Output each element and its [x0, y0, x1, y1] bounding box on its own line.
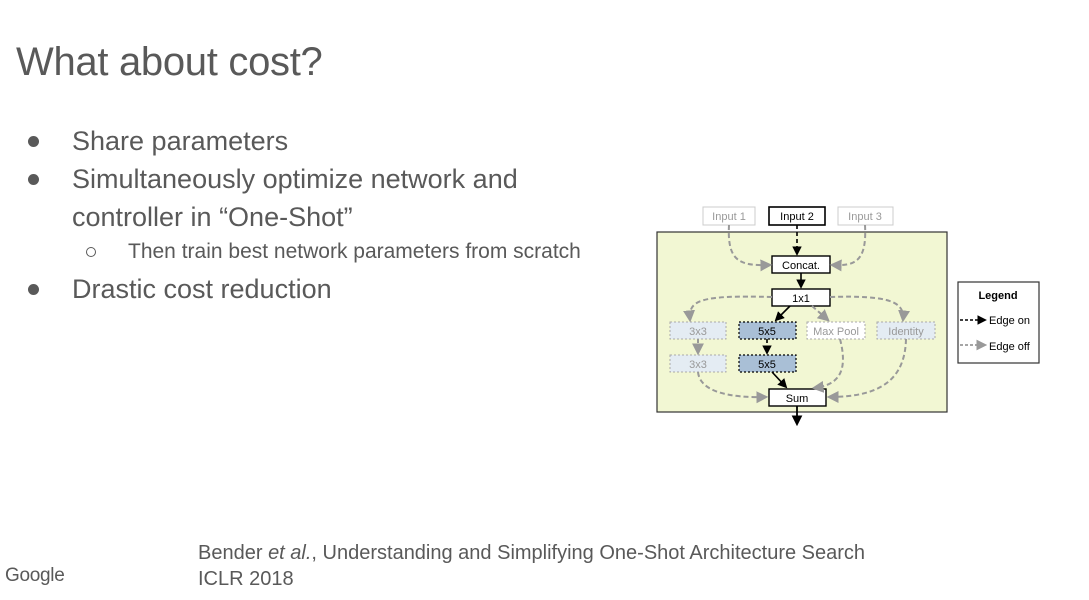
sub-bullet-circle-icon: [86, 247, 96, 257]
node-identity-label: Identity: [888, 326, 924, 338]
edge-5x5b-sum: [771, 371, 788, 389]
node-3x3-b-label: 3x3: [689, 359, 707, 371]
node-input-1-label: Input 1: [712, 211, 746, 223]
node-5x5-b-label: 5x5: [758, 359, 776, 371]
node-concat: Concat.: [771, 255, 831, 274]
node-1x1: 1x1: [771, 288, 831, 307]
node-input-2-label: Input 2: [780, 211, 814, 223]
google-logo: Google: [5, 565, 65, 586]
bullet-list: Share parameters Simultaneously optimize…: [26, 122, 626, 308]
bullet-dot-icon: [28, 284, 39, 295]
node-3x3-b: 3x3: [669, 354, 727, 373]
citation: Bender et al., Understanding and Simplif…: [198, 540, 865, 592]
edge-1x1-identity: [829, 295, 911, 323]
citation-title: , Understanding and Simplifying One-Shot…: [311, 542, 866, 564]
node-sum: Sum: [768, 388, 827, 407]
edge-1x1-3x3a: [683, 295, 773, 323]
citation-venue: ICLR 2018: [198, 568, 294, 590]
node-concat-label: Concat.: [782, 260, 820, 272]
bullet-drastic-cost-reduction: Drastic cost reduction: [26, 270, 626, 308]
bullet-text: Drastic cost reduction: [72, 274, 332, 304]
bullet-text: Share parameters: [72, 126, 289, 156]
bullet-text-line1: Simultaneously optimize network and: [72, 164, 518, 194]
node-5x5-a-label: 5x5: [758, 326, 776, 338]
node-input-3: Input 3: [837, 206, 894, 226]
sub-bullet-train-from-scratch: Then train best network parameters from …: [26, 236, 626, 268]
diagram-legend: Legend Edge on Edge off: [957, 281, 1040, 364]
node-identity: Identity: [876, 321, 936, 340]
bullet-simultaneously-optimize: Simultaneously optimize network and cont…: [26, 160, 626, 236]
node-1x1-label: 1x1: [792, 293, 810, 305]
node-3x3-a: 3x3: [669, 321, 727, 340]
node-input-3-label: Input 3: [848, 211, 882, 223]
legend-title: Legend: [978, 290, 1017, 302]
node-input-2: Input 2: [768, 206, 826, 226]
edge-maxpool-sum: [811, 338, 844, 393]
node-input-1: Input 1: [702, 206, 756, 226]
citation-etal: et al.: [268, 542, 312, 564]
diagram-edges: [683, 224, 911, 427]
bullet-share-parameters: Share parameters: [26, 122, 626, 160]
node-sum-label: Sum: [786, 393, 809, 405]
bullet-text-line2: controller in “One-Shot”: [72, 202, 353, 232]
edge-1x1-maxpool: [811, 305, 830, 322]
edge-input3-concat: [829, 224, 867, 272]
legend-edge-on-label: Edge on: [989, 315, 1030, 327]
edge-input1-concat: [727, 224, 773, 272]
edge-1x1-5x5a: [774, 305, 791, 322]
bullet-dot-icon: [28, 174, 39, 185]
citation-author: Bender: [198, 542, 269, 564]
node-max-pool-label: Max Pool: [813, 326, 859, 338]
slide-title: What about cost?: [16, 40, 323, 84]
node-max-pool: Max Pool: [806, 321, 866, 340]
node-5x5-b: 5x5: [738, 354, 797, 373]
node-5x5-a: 5x5: [738, 321, 797, 340]
bullet-dot-icon: [28, 136, 39, 147]
edge-identity-sum: [826, 338, 907, 403]
sub-bullet-text: Then train best network parameters from …: [128, 240, 581, 263]
legend-edge-off-label: Edge off: [989, 341, 1031, 353]
edge-3x3b-sum: [697, 371, 769, 404]
node-3x3-a-label: 3x3: [689, 326, 707, 338]
